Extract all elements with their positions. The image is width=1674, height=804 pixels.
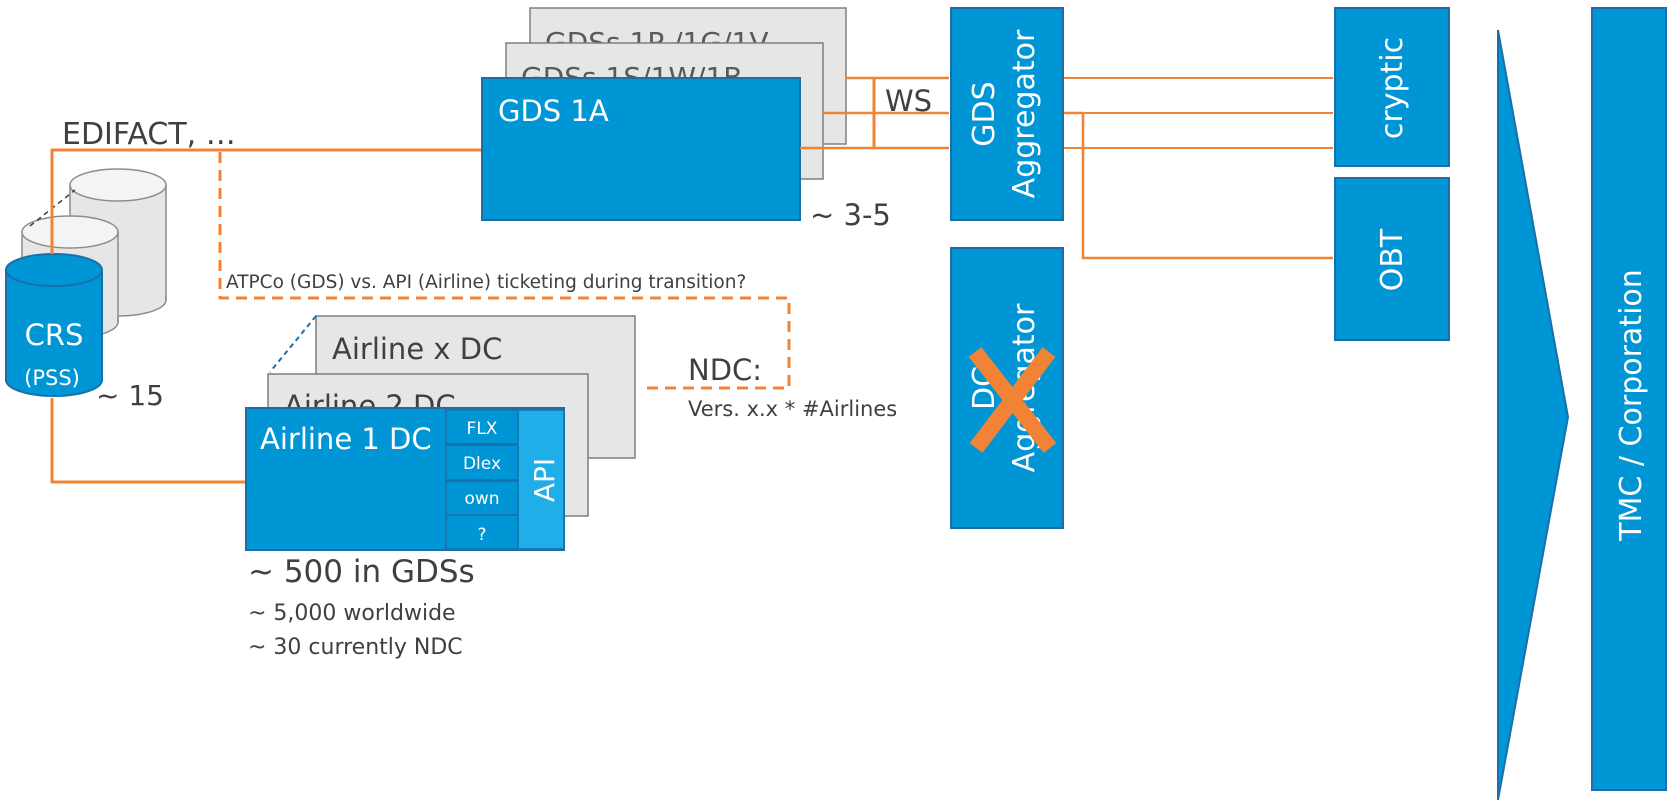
- api-option-own: own: [464, 489, 499, 509]
- ndc-annotation: NDC: Vers. x.x * #Airlines: [688, 353, 897, 421]
- ndc-label: NDC:: [688, 353, 762, 387]
- gds-count: ~ 3-5: [810, 198, 891, 232]
- api-label: API: [528, 458, 561, 502]
- gds-aggregator-line2: Aggregator: [1007, 29, 1042, 198]
- aggregator-output-lines: [1063, 77, 1333, 260]
- atpco-dashed-line: [218, 152, 791, 390]
- atpco-note: ATPCo (GDS) vs. API (Airline) ticketing …: [226, 272, 746, 293]
- edifact-connections: EDIFACT, …: [50, 117, 485, 484]
- ndc-sublabel: Vers. x.x * #Airlines: [688, 397, 897, 421]
- crs-count: ~ 15: [96, 379, 164, 412]
- api-option-cell[interactable]: [445, 444, 519, 481]
- crs-sublabel: (PSS): [24, 366, 80, 390]
- api-option-cell[interactable]: [445, 409, 519, 445]
- crs-to-airline-line: [50, 398, 246, 484]
- gds-aggregator-line1: GDS: [967, 81, 1002, 146]
- tmc-corporation-label: TMC / Corporation: [1614, 269, 1649, 542]
- gds-1a-label: GDS 1A: [498, 94, 609, 128]
- api-option-flx: FLX: [467, 419, 498, 439]
- tmc-corporation: TMC / Corporation: [1591, 7, 1667, 791]
- airline-count-ndc: ~ 30 currently NDC: [248, 635, 463, 660]
- api-box[interactable]: [517, 409, 565, 550]
- crs-to-gds-line: [50, 148, 485, 254]
- airline-count-gds: ~ 500 in GDSs: [248, 554, 475, 590]
- api-option-unknown: ?: [477, 525, 486, 545]
- crs-label: CRS: [25, 318, 84, 352]
- cryptic-box[interactable]: [1334, 7, 1450, 167]
- frontend-channels: cryptic OBT: [1334, 7, 1450, 341]
- airline-back2-label: Airline x DC: [332, 332, 502, 366]
- gds-stack: GDSs 1P /1G/1V GDSs 1S/1W/1B GDS 1A ~ 3-…: [481, 7, 891, 232]
- obt-label: OBT: [1375, 228, 1410, 291]
- airline-stack: Airline x DC Airline 2 DC Airline 1 DC F…: [245, 315, 636, 660]
- gds-1a-box[interactable]: [481, 77, 801, 221]
- flow-chevron-arrow: [1497, 29, 1570, 801]
- edifact-label: EDIFACT, …: [62, 117, 236, 152]
- api-option-cell[interactable]: [445, 514, 519, 550]
- atpco-dashed-path: ATPCo (GDS) vs. API (Airline) ticketing …: [218, 152, 791, 390]
- ws-label: WS: [885, 84, 932, 118]
- airline-count-world: ~ 5,000 worldwide: [248, 601, 456, 626]
- crs-database-stack: CRS (PSS) ~ 15: [5, 168, 167, 412]
- cryptic-label: cryptic: [1375, 37, 1410, 139]
- gds-aggregator-box[interactable]: [950, 7, 1064, 221]
- dc-aggregator: DC Aggregator: [950, 247, 1064, 529]
- crs-cylinder[interactable]: [5, 253, 103, 397]
- api-option-dlex: Dlex: [463, 454, 501, 474]
- ws-links: WS: [800, 76, 949, 150]
- crossed-out-icon: [968, 347, 1057, 453]
- tmc-corporation-box[interactable]: [1591, 7, 1667, 791]
- obt-box[interactable]: [1334, 177, 1450, 341]
- airline-1-dc-label: Airline 1 DC: [260, 422, 432, 456]
- airline-back1-label: Airline 2 DC: [284, 389, 456, 423]
- api-options: FLX Dlex own ?: [445, 409, 519, 550]
- gds-aggregator: GDS Aggregator: [950, 7, 1064, 221]
- airline-stack-link-dashed: [269, 315, 317, 373]
- gds-back1-label: GDSs 1S/1W/1B: [521, 61, 743, 94]
